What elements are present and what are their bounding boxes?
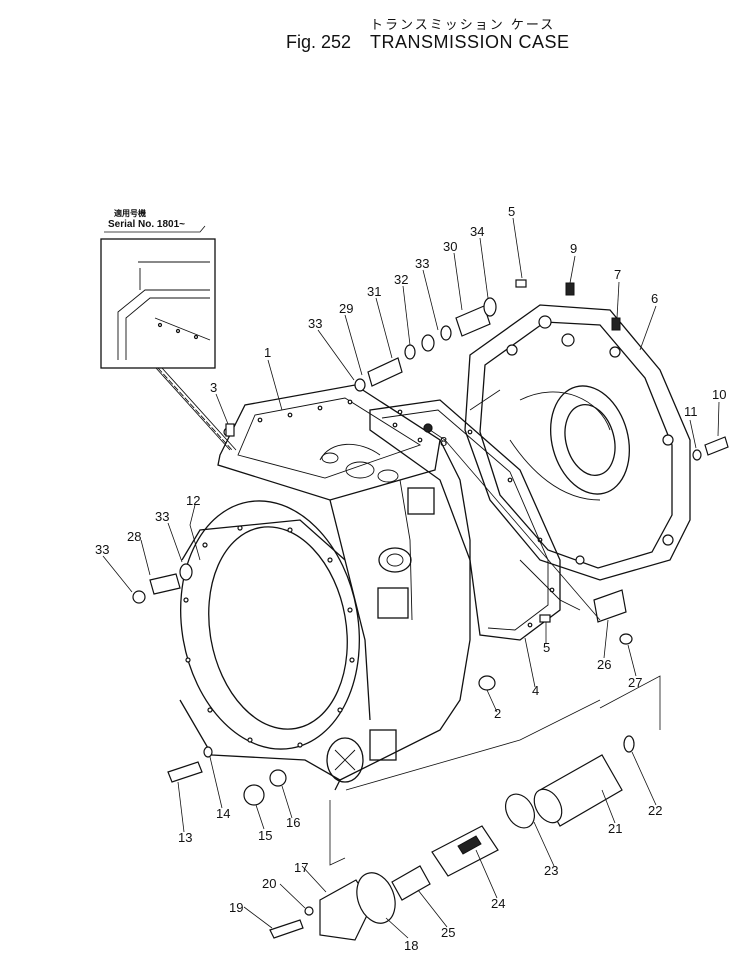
callout-11: 11 <box>684 404 698 419</box>
callout-19: 19 <box>229 900 243 915</box>
callout-15: 15 <box>258 828 272 843</box>
callout-13: 13 <box>178 830 192 845</box>
callout-33a: 33 <box>308 316 322 331</box>
callout-23: 23 <box>544 863 558 878</box>
callout-1: 1 <box>264 345 271 360</box>
callout-9: 9 <box>570 241 577 256</box>
callout-7: 7 <box>614 267 621 282</box>
callout-20: 20 <box>262 876 276 891</box>
inset-detail <box>100 225 237 451</box>
figure-title: TRANSMISSION CASE <box>370 32 570 52</box>
callout-3: 3 <box>210 380 217 395</box>
title-japanese: トランスミッション ケース <box>370 18 556 33</box>
callout-28: 28 <box>127 529 141 544</box>
callout-2: 2 <box>494 706 501 721</box>
callout-5a: 5 <box>508 204 515 219</box>
transmission-case <box>179 384 471 791</box>
callout-22: 22 <box>648 803 662 818</box>
callout-4: 4 <box>532 683 539 698</box>
leader-lines <box>102 217 720 939</box>
callout-21: 21 <box>608 821 622 836</box>
callout-labels: 1 2 3 4 5 5 6 7 8 9 10 11 12 13 14 15 16… <box>95 204 726 953</box>
callout-29: 29 <box>339 301 353 316</box>
callout-6: 6 <box>651 291 658 306</box>
inset-serial-label-en: Serial No. 1801~ <box>108 219 185 230</box>
callout-25: 25 <box>441 925 455 940</box>
inset-serial-label: 適用号機 Serial No. 1801~ <box>108 208 185 230</box>
callout-24: 24 <box>491 896 505 911</box>
gasket <box>369 399 561 641</box>
callout-33d: 33 <box>155 509 169 524</box>
callout-30: 30 <box>443 239 457 254</box>
callout-16: 16 <box>286 815 300 830</box>
callout-17: 17 <box>294 860 308 875</box>
callout-12: 12 <box>186 493 200 508</box>
inset-serial-label-jp: 適用号機 <box>114 209 146 218</box>
callout-32: 32 <box>394 272 408 287</box>
figure-number: Fig. 252 <box>286 32 352 52</box>
callout-33c: 33 <box>95 542 109 557</box>
bell-housing-bolt-holes <box>183 525 355 748</box>
callout-8: 8 <box>440 434 447 449</box>
rear-cover <box>464 304 691 611</box>
callout-26: 26 <box>597 657 611 672</box>
callout-14: 14 <box>216 806 230 821</box>
callout-34: 34 <box>470 224 484 239</box>
callout-5b: 5 <box>543 640 550 655</box>
callout-18: 18 <box>404 938 418 953</box>
callout-27: 27 <box>628 675 642 690</box>
hardware <box>132 279 729 941</box>
callout-31: 31 <box>367 284 381 299</box>
callout-33b: 33 <box>415 256 429 271</box>
callout-10: 10 <box>712 387 726 402</box>
